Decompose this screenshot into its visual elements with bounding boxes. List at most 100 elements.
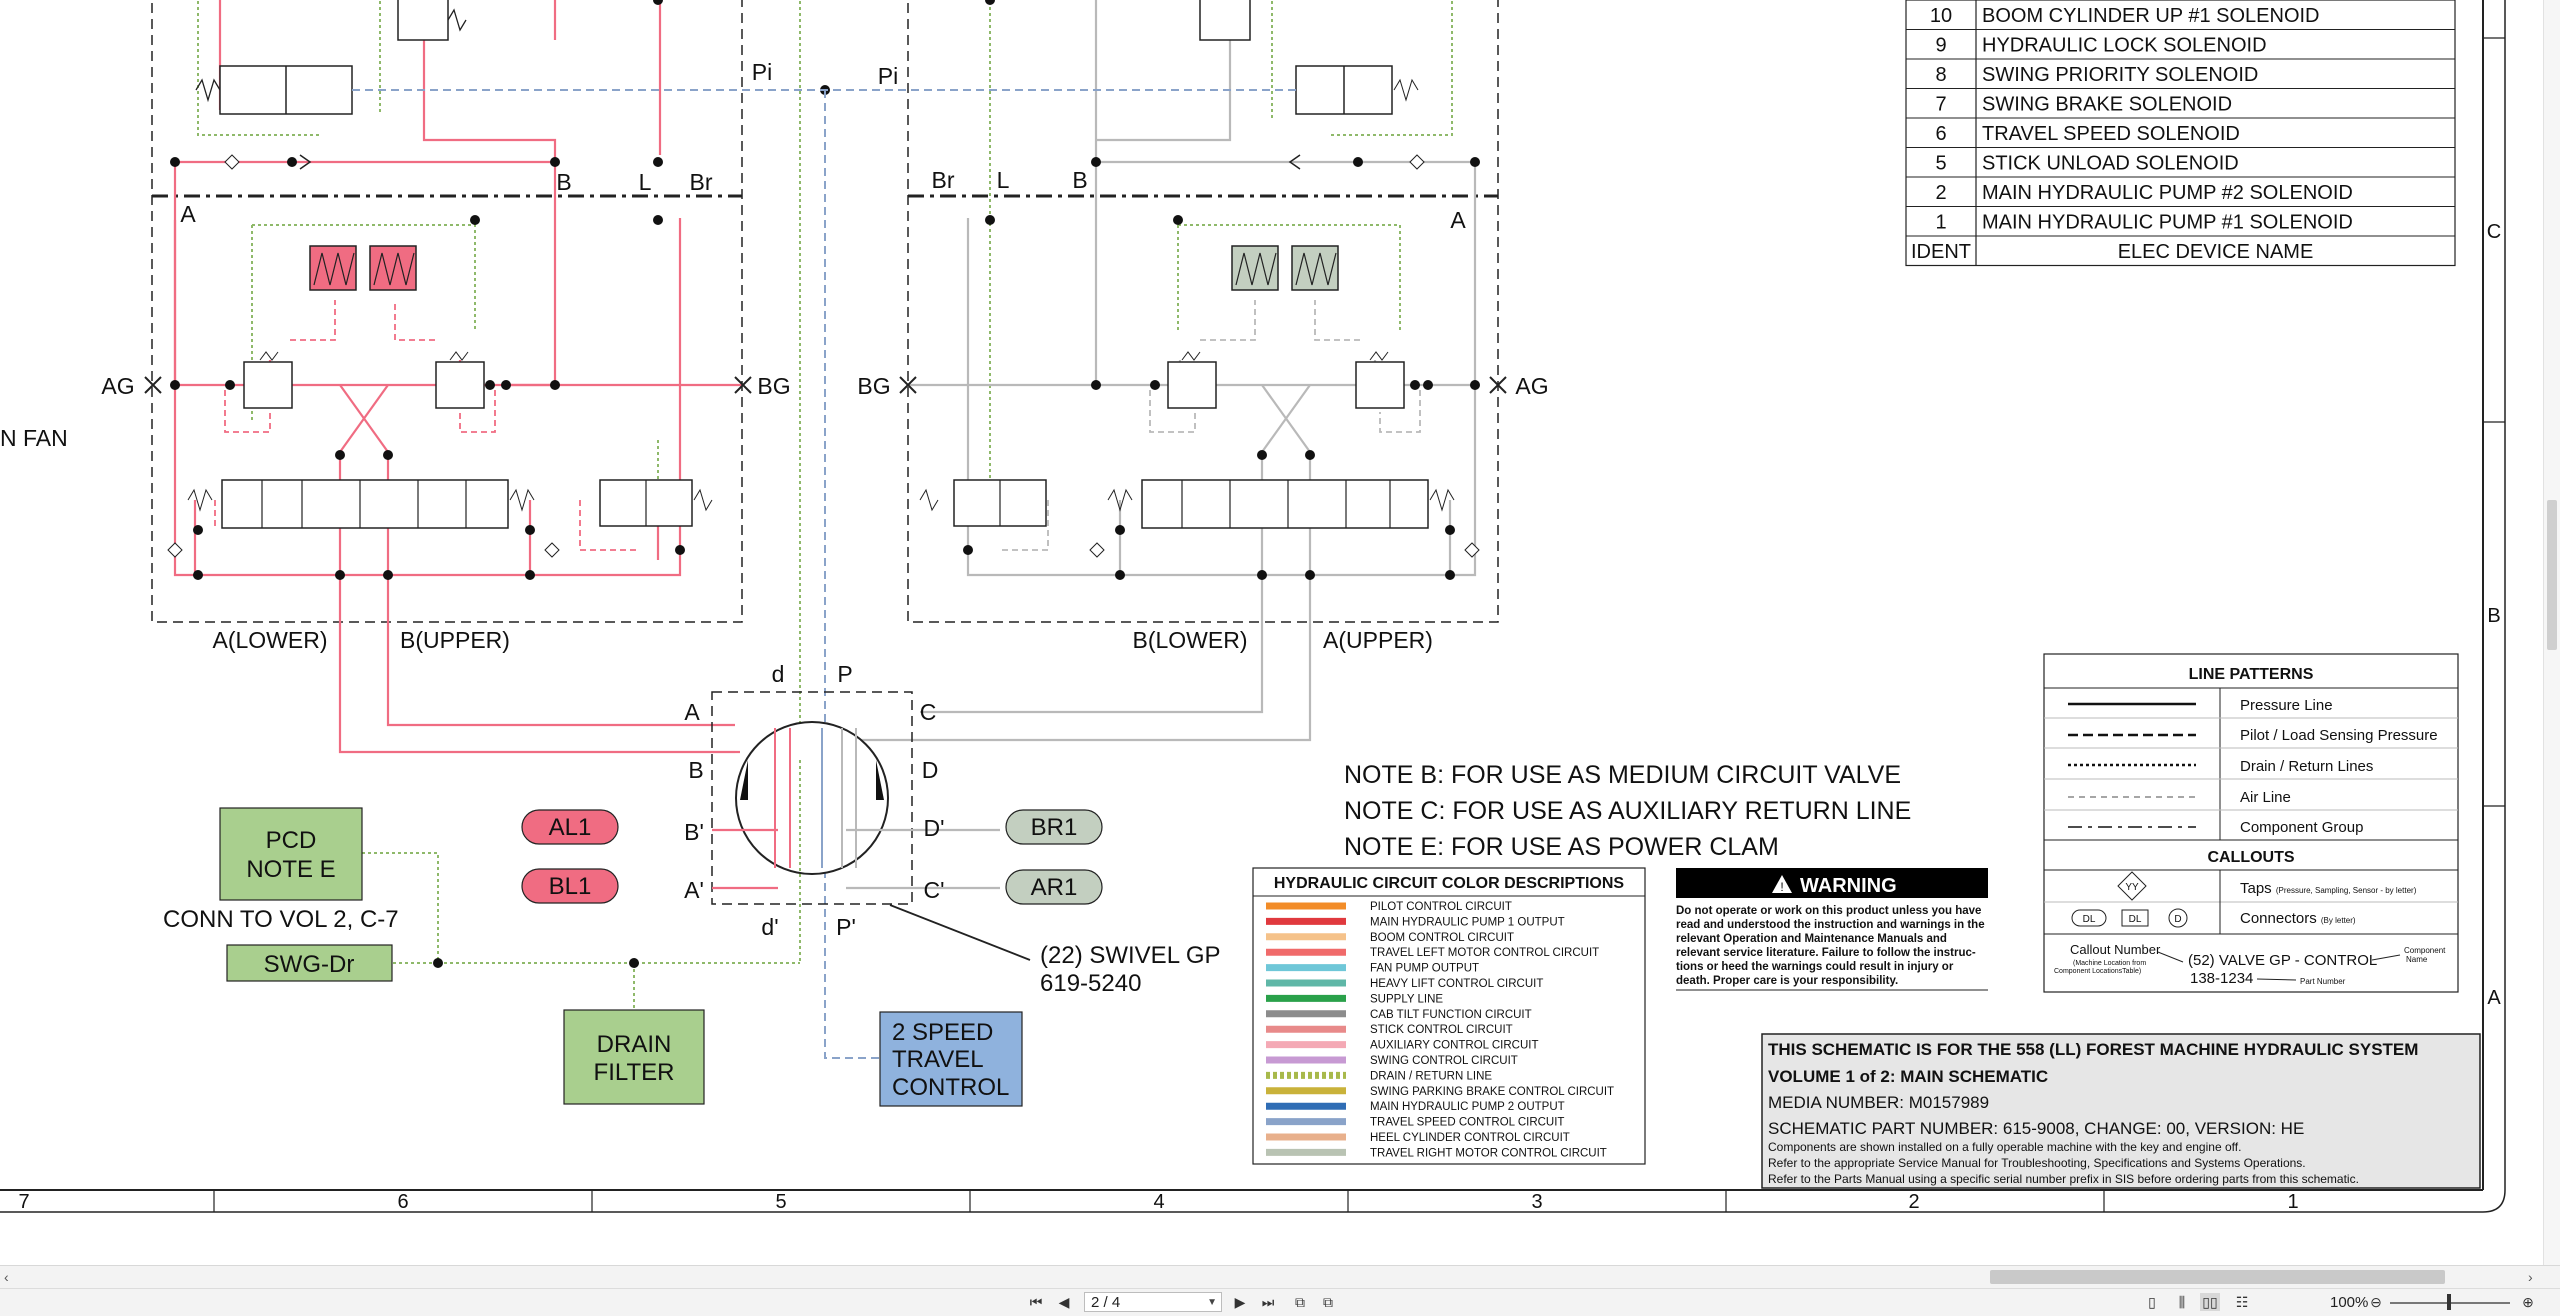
swivel-port-a: A <box>684 699 700 725</box>
callout-part-number: Part Number <box>2300 977 2346 986</box>
travel-label-3: CONTROL <box>892 1074 1009 1101</box>
frame-col-6: 6 <box>397 1191 408 1213</box>
connector-symbol-3: D <box>2174 914 2181 925</box>
legend-label: TRAVEL RIGHT MOTOR CONTROL CIRCUIT <box>1370 1147 1607 1159</box>
elec-ident: 5 <box>1935 153 1946 175</box>
swivel-port-dprime: D' <box>923 815 944 841</box>
legend-label: MAIN HYDRAULIC PUMP 1 OUTPUT <box>1370 916 1565 928</box>
ar1-label: AR1 <box>1031 874 1078 901</box>
drain-filter-label-1: DRAIN <box>597 1031 672 1058</box>
legend-label: SWING PARKING BRAKE CONTROL CIRCUIT <box>1370 1086 1614 1098</box>
connector-symbol-2: DL <box>2129 914 2142 925</box>
pcd-box <box>219 807 363 901</box>
next-view-icon[interactable]: ⧉ <box>1323 1294 1333 1310</box>
elec-ident: 6 <box>1935 123 1946 145</box>
vertical-scroll-thumb[interactable] <box>2547 500 2557 650</box>
pcd-label-2: NOTE E <box>246 856 335 883</box>
swivel-port-b: B <box>688 757 703 783</box>
left-valve-group <box>144 0 830 760</box>
bl1-label: BL1 <box>549 873 592 900</box>
warning-triangle-icon <box>1772 875 1792 893</box>
legend-label: BOOM CONTROL CIRCUIT <box>1370 932 1514 944</box>
warning-line: Do not operate or work on this product u… <box>1676 905 1981 917</box>
elec-device-name: TRAVEL SPEED SOLENOID <box>1982 123 2240 145</box>
pattern-label-drain: Drain / Return Lines <box>2240 758 2373 775</box>
single-page-view-icon[interactable]: ▯ <box>2148 1294 2156 1310</box>
label-a-left: A <box>180 201 196 227</box>
connectors-label: Connectors (By letter) <box>2240 910 2356 927</box>
label-ag-right: AG <box>1515 373 1548 399</box>
title-line-2: VOLUME 1 of 2: MAIN SCHEMATIC <box>1768 1067 2048 1086</box>
legend-label: STICK CONTROL CIRCUIT <box>1370 1024 1513 1036</box>
scroll-left-icon[interactable]: ‹ <box>4 1269 9 1285</box>
elec-ident: 8 <box>1935 64 1946 86</box>
bl1-port <box>521 868 619 904</box>
page-number-field[interactable]: 2 / 4 ▼ <box>1084 1292 1222 1312</box>
continuous-view-icon[interactable]: ⫼ <box>2178 1294 2186 1310</box>
two-page-continuous-icon[interactable]: ☷ <box>2235 1294 2249 1310</box>
elec-device-name: HYDRAULIC LOCK SOLENOID <box>1982 35 2267 57</box>
note-b: NOTE B: FOR USE AS MEDIUM CIRCUIT VALVE <box>1344 761 1901 789</box>
legend-label: MAIN HYDRAULIC PUMP 2 OUTPUT <box>1370 1101 1565 1113</box>
zoom-level[interactable]: 100% <box>2330 1294 2369 1311</box>
title-line-4: SCHEMATIC PART NUMBER: 615-9008, CHANGE:… <box>1768 1119 2304 1138</box>
frame-row-b: B <box>2487 605 2500 627</box>
label-bg-left: BG <box>757 373 790 399</box>
swivel-port-dlow: d' <box>761 914 778 940</box>
br1-port <box>1005 809 1103 845</box>
scroll-right-icon[interactable]: › <box>2528 1269 2533 1285</box>
connector-symbol-1: DL <box>2083 914 2096 925</box>
drain-filter-label-2: FILTER <box>594 1059 675 1086</box>
label-br-right: Br <box>932 167 955 193</box>
label-a-right: A <box>1450 207 1466 233</box>
swivel-port-plow: P' <box>836 914 856 940</box>
travel-label-2: TRAVEL <box>892 1046 984 1073</box>
ar1-port <box>1005 869 1103 905</box>
swivel-port-cprime: C' <box>923 877 944 903</box>
zoom-out-icon[interactable]: ⊖ <box>2370 1294 2382 1310</box>
vertical-scrollbar[interactable] <box>2543 0 2560 1265</box>
legend-label: AUXILIARY CONTROL CIRCUIT <box>1370 1040 1539 1052</box>
frame-col-5: 5 <box>775 1191 786 1213</box>
legend-label: CAB TILT FUNCTION CIRCUIT <box>1370 1009 1532 1021</box>
frame-outer-corner <box>0 1189 2506 1213</box>
label-b-right: B <box>1072 167 1087 193</box>
conn-to-vol2: CONN TO VOL 2, C-7 <box>163 906 399 933</box>
swivel-port-bprime: B' <box>684 819 704 845</box>
title-line-1: THIS SCHEMATIC IS FOR THE 558 (LL) FORES… <box>1768 1040 2418 1059</box>
elec-header-ident: IDENT <box>1911 241 1971 263</box>
horizontal-scrollbar[interactable]: ‹ › <box>0 1265 2560 1288</box>
label-b-left: B <box>556 169 571 195</box>
elec-header-name: ELEC DEVICE NAME <box>2118 241 2314 263</box>
next-page-icon[interactable]: ▶ <box>1234 1294 1246 1310</box>
pattern-label-component: Component Group <box>2240 819 2363 836</box>
al1-port <box>521 809 619 845</box>
note-e: NOTE E: FOR USE AS POWER CLAM <box>1344 833 1779 861</box>
horizontal-scroll-thumb[interactable] <box>1990 1270 2445 1284</box>
two-speed-travel-box <box>879 1011 1023 1107</box>
two-page-view-icon[interactable]: ▯▯ <box>2200 1293 2220 1311</box>
note-c: NOTE C: FOR USE AS AUXILIARY RETURN LINE <box>1344 797 1911 825</box>
chevron-down-icon[interactable]: ▼ <box>1207 1297 1217 1308</box>
frame-row-c: C <box>2487 221 2501 243</box>
swivel-port-d: d <box>772 661 785 687</box>
previous-view-icon[interactable]: ⧉ <box>1295 1294 1305 1310</box>
zoom-slider-handle[interactable] <box>2447 1294 2451 1310</box>
elec-device-name: SWING BRAKE SOLENOID <box>1982 94 2232 116</box>
label-l-left: L <box>639 169 652 195</box>
label-ag-left: AG <box>101 373 134 399</box>
frame-col-4: 4 <box>1153 1191 1164 1213</box>
zoom-in-icon[interactable]: ⊕ <box>2522 1294 2534 1310</box>
previous-page-icon[interactable]: ◀ <box>1058 1294 1070 1310</box>
drain-filter-box <box>563 1009 705 1105</box>
tap-symbol: YY <box>2125 882 2139 893</box>
travel-label-1: 2 SPEED <box>892 1019 993 1046</box>
page-number-value: 2 / 4 <box>1091 1294 1121 1311</box>
last-page-icon[interactable]: ⏭ <box>1261 1294 1275 1310</box>
pattern-label-pilot: Pilot / Load Sensing Pressure <box>2240 727 2438 744</box>
first-page-icon[interactable]: ⏮ <box>1029 1294 1043 1310</box>
frame-row-a: A <box>2487 987 2501 1009</box>
elec-device-name: SWING PRIORITY SOLENOID <box>1982 64 2258 86</box>
swivel-port-dport: D <box>922 757 939 783</box>
